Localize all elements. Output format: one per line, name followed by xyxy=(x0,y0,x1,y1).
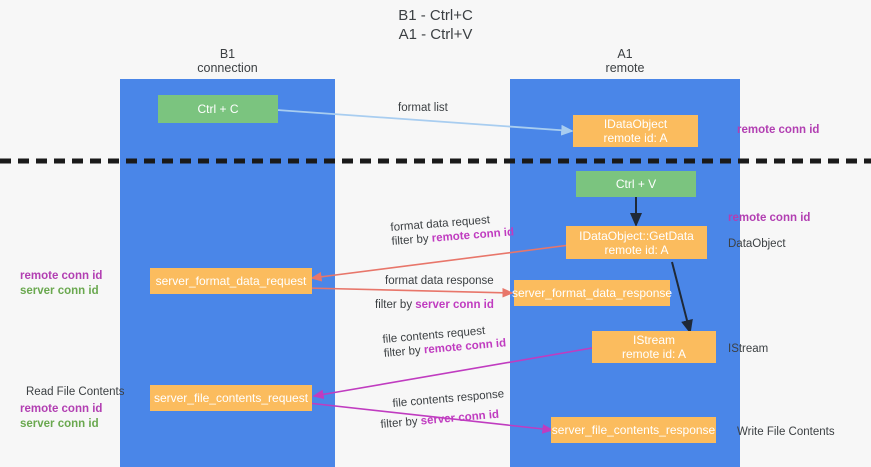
annotation-right-istream: IStream xyxy=(728,343,769,355)
annotation-left-mid: remote conn id server conn id xyxy=(20,269,102,299)
filter-key-server-conn-id: server conn id xyxy=(420,408,500,428)
filter-prefix: filter by xyxy=(391,232,433,248)
annotation-left-bottom: remote conn id server conn id xyxy=(20,402,102,432)
lane-title-b1-line2: connection xyxy=(197,61,258,75)
lane-title-a1-line2: remote xyxy=(605,61,645,75)
edge-label-file-contents-response-text: file contents response xyxy=(392,388,505,410)
edge-label-format-data-response: format data response xyxy=(385,274,494,288)
annotation-right-dataobject: DataObject xyxy=(728,238,786,250)
node-ctrl-c[interactable]: Ctrl + C xyxy=(158,95,278,123)
edge-label-format-data-response-filter: filter by server conn id xyxy=(375,298,494,312)
title-line-2: A1 - Ctrl+V xyxy=(398,26,473,43)
node-idataobject-store[interactable]: IDataObject remote id: A xyxy=(573,115,698,147)
filter-prefix: filter by xyxy=(375,299,416,311)
node-server-file-contents-request-label: server_file_contents_request xyxy=(153,391,309,405)
node-getdata-line1: IDataObject::GetData xyxy=(579,228,694,243)
node-idataobject-store-line1: IDataObject xyxy=(603,117,668,131)
lane-title-b1-line1: B1 xyxy=(219,47,236,61)
filter-prefix: filter by xyxy=(380,415,422,431)
annotation-left-mid-remote: remote conn id xyxy=(20,270,103,282)
edge-label-format-list-text: format list xyxy=(398,102,448,114)
node-getdata[interactable]: IDataObject::GetData remote id: A xyxy=(566,226,707,259)
annotation-right-write-file: Write File Contents xyxy=(737,426,835,438)
node-ctrl-c-label: Ctrl + C xyxy=(197,102,239,116)
node-server-file-contents-response[interactable]: server_file_contents_response xyxy=(551,417,716,443)
node-ctrl-v-label: Ctrl + V xyxy=(615,177,657,191)
node-istream-line2: remote id: A xyxy=(621,347,687,361)
title-line-1: B1 - Ctrl+C xyxy=(398,7,473,24)
lane-title-a1: A1 remote xyxy=(510,47,740,75)
node-istream-line1: IStream xyxy=(632,333,675,347)
node-idataobject-store-line2: remote id: A xyxy=(603,131,668,145)
node-server-format-data-request-label: server_format_data_request xyxy=(155,274,307,288)
edge-label-format-data-response-text: format data response xyxy=(385,275,494,287)
edge-label-format-list: format list xyxy=(398,101,448,115)
node-istream[interactable]: IStream remote id: A xyxy=(592,331,716,363)
lane-title-a1-line1: A1 xyxy=(617,47,633,61)
node-ctrl-v[interactable]: Ctrl + V xyxy=(576,171,696,197)
node-server-format-data-response[interactable]: server_format_data_response xyxy=(511,280,673,306)
lane-title-b1: B1 connection xyxy=(120,47,335,75)
edge-label-file-contents-request: file contents request filter by remote c… xyxy=(382,322,507,361)
edge-label-file-contents-response: file contents response xyxy=(392,387,505,411)
node-server-format-data-request[interactable]: server_format_data_request xyxy=(150,268,312,294)
node-server-format-data-response-label: server_format_data_response xyxy=(511,286,673,300)
filter-prefix: filter by xyxy=(383,344,425,360)
annotation-right-top-conn: remote conn id xyxy=(737,124,820,136)
node-getdata-line2: remote id: A xyxy=(604,242,669,257)
filter-key-server-conn-id: server conn id xyxy=(415,299,494,311)
edge-label-file-contents-response-filter: filter by server conn id xyxy=(380,408,500,432)
annotation-left-mid-server: server conn id xyxy=(20,285,99,297)
annotation-left-bottom-server: server conn id xyxy=(20,418,99,430)
annotation-right-mid-conn: remote conn id xyxy=(728,212,811,224)
page-title: B1 - Ctrl+C A1 - Ctrl+V xyxy=(0,6,871,44)
annotation-left-bottom-remote: remote conn id xyxy=(20,403,103,415)
node-server-file-contents-request[interactable]: server_file_contents_request xyxy=(150,385,312,411)
annotation-left-read-file: Read File Contents xyxy=(26,386,125,398)
edge-label-format-data-request: format data request filter by remote con… xyxy=(390,211,515,249)
node-server-file-contents-response-label: server_file_contents_response xyxy=(551,423,716,437)
